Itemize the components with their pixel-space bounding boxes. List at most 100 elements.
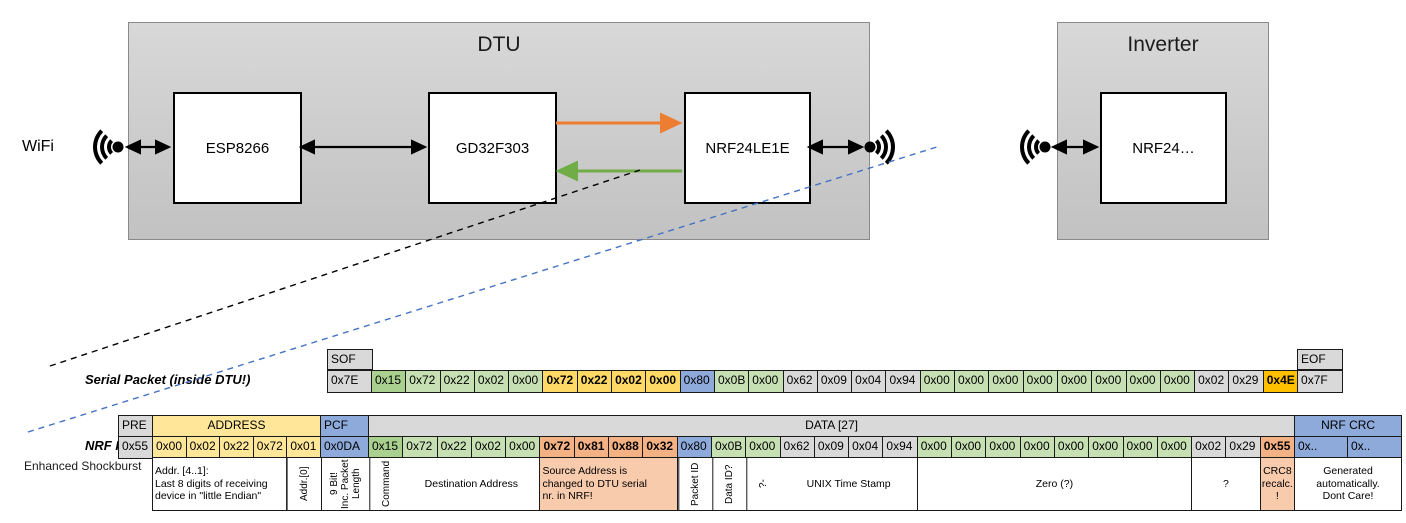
wifi-arc [93,122,143,172]
nrf-annotation-cell: Generated automatically. Dont Care! [1295,458,1402,510]
serial-byte: 0x00 [989,371,1024,392]
serial-byte: 0x22 [577,371,613,392]
nrf-header-crc: NRF CRC [1295,416,1402,437]
nrf-data-byte: 0x62 [780,437,815,458]
serial-eof-byte: 0x7F [1298,371,1343,392]
nrf-pcf-byte: 0x0DA [320,437,369,458]
nrf-address-byte: 0x01 [287,437,321,458]
serial-byte: 0x02 [612,371,647,392]
nrf-annotation-cell: ? [1192,458,1261,510]
serial-byte: 0x94 [886,371,921,392]
wifi-label: WiFi [22,138,54,155]
nrf-data-byte: 0x00 [917,437,953,458]
serial-byte: 0x4E [1263,371,1299,392]
nrf-data-byte: 0x29 [1226,437,1261,458]
nrf-header-address: ADDRESS [153,416,321,437]
nrf-data-byte: 0x72 [403,437,438,458]
nrf-header-data: DATA [27] [369,416,1296,437]
enhanced-shockburst-label: Enhanced Shockburst [24,459,142,473]
serial-byte: 0x00 [920,371,956,392]
nrf-crc-byte: 0x.. [1347,437,1401,458]
serial-byte: 0x02 [474,371,510,392]
serial-byte: 0x02 [1195,371,1230,392]
serial-byte: 0x09 [817,371,853,392]
nrf-data-byte: 0x00 [1020,437,1055,458]
serial-byte: 0x00 [1023,371,1058,392]
dashed-line-rf-link [27,145,941,433]
nrf-annotation-cell: Destination Address [403,458,541,510]
serial-byte: 0x15 [372,371,407,392]
nrf-data-byte: 0x00 [506,437,541,458]
dtu-title: DTU [477,33,521,56]
nrf-data-byte: 0x22 [437,437,472,458]
nrf-address-byte: 0x22 [220,437,254,458]
nrf-data-byte: 0x15 [368,437,404,458]
chip-esp8266: ESP8266 [173,92,302,204]
chip-nrf24le1e-label: NRF24LE1E [705,139,790,157]
chip-gd32f303-label: GD32F303 [455,139,530,157]
wifi-arc [1020,122,1070,172]
nrf-data-byte: 0x00 [1123,437,1158,458]
nrf-data-byte: 0x0B [711,437,747,458]
nrf-data-byte: 0x04 [849,437,884,458]
nrf-data-byte: 0x09 [814,437,850,458]
serial-byte: 0x00 [509,371,544,392]
serial-byte: 0x04 [852,371,887,392]
nrf-annotation-cell: UNIX Time Stamp [780,458,918,510]
serial-byte: 0x00 [646,371,681,392]
serial-sof-header: SOF [327,349,373,370]
nrf-annotation-row: Addr. [4..1]: Last 8 digits of receiving… [152,457,1403,511]
nrf-address-byte: 0x02 [186,437,221,458]
chip-inverter-nrf24-label: NRF24… [1132,139,1195,157]
chip-esp8266-label: ESP8266 [205,139,270,157]
serial-byte: 0x62 [783,371,818,392]
nrf-annotation-cell: CRC8 recalc. ! [1260,458,1296,510]
nrf-data-byte: 0x81 [574,437,610,458]
serial-byte: 0x29 [1229,371,1264,392]
serial-byte: 0x72 [406,371,441,392]
serial-byte: 0x22 [440,371,475,392]
nrf-crc-byte: 0x.. [1294,437,1348,458]
nrf-header-pcf: PCF [321,416,369,437]
serial-byte: 0x00 [1057,371,1093,392]
nrf-annotation-cell: Zero (?) [917,458,1193,510]
serial-sof-byte: 0x7E [328,371,372,392]
serial-byte: 0x00 [1160,371,1196,392]
inverter-title: Inverter [1127,33,1199,56]
nrf-data-byte: 0x00 [1054,437,1090,458]
nrf-data-byte: 0x80 [677,437,712,458]
nrf-data-byte: 0x00 [746,437,781,458]
serial-byte: 0x00 [1126,371,1161,392]
nrf-data-byte: 0x00 [952,437,987,458]
nrf-data-byte: 0x00 [1089,437,1124,458]
nrf-address-byte: 0x72 [253,437,288,458]
chip-gd32f303: GD32F303 [428,92,557,204]
chip-nrf24le1e: NRF24LE1E [684,92,811,204]
nrf-data-byte: 0x02 [1192,437,1227,458]
serial-byte: 0x00 [749,371,784,392]
nrf-data-byte: 0x00 [1157,437,1193,458]
serial-byte: 0x00 [955,371,990,392]
nrf-data-byte: 0x72 [540,437,575,458]
serial-eof-header: EOF [1297,349,1343,370]
nrf-annotation-cell: Source Address is changed to DTU serial … [540,458,678,510]
nrf-header-pre: PRE [119,416,153,437]
nrf-pre-byte: 0x55 [119,437,153,458]
nrf-annotation-cell: Addr. [4..1]: Last 8 digits of receiving… [153,458,288,510]
nrf-data-byte: 0x32 [643,437,678,458]
serial-byte: 0x80 [680,371,715,392]
serial-byte: 0x0B [714,371,750,392]
nrf-data-byte: 0x94 [883,437,918,458]
nrf-data-byte: 0x02 [471,437,507,458]
nrf-address-byte: 0x00 [153,437,187,458]
nrf-data-byte: 0x00 [986,437,1021,458]
serial-byte: 0x72 [543,371,578,392]
nrf-data-byte: 0x88 [609,437,644,458]
nrf-data-byte: 0x55 [1260,437,1295,458]
chip-inverter-nrf24: NRF24… [1100,92,1227,204]
